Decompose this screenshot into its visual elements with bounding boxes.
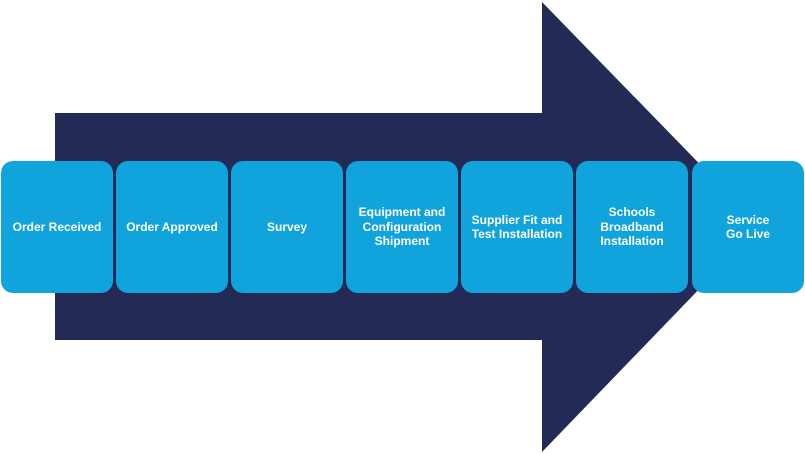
- step-equipment-shipment: Equipment and Configuration Shipment: [346, 161, 458, 293]
- step-label: Supplier Fit and Test Installation: [471, 212, 563, 242]
- step-label: Schools Broadband Installation: [600, 205, 664, 249]
- step-label: Equipment and Configuration Shipment: [358, 205, 446, 249]
- step-label: Service Go Live: [725, 212, 770, 242]
- step-order-received: Order Received: [1, 161, 113, 293]
- step-service-go-live: Service Go Live: [692, 161, 804, 293]
- step-broadband-installation: Schools Broadband Installation: [576, 161, 688, 293]
- step-label: Order Received: [12, 219, 102, 234]
- step-label: Survey: [266, 219, 308, 234]
- step-survey: Survey: [231, 161, 343, 293]
- step-order-approved: Order Approved: [116, 161, 228, 293]
- step-label: Order Approved: [126, 219, 218, 234]
- step-supplier-fit: Supplier Fit and Test Installation: [461, 161, 573, 293]
